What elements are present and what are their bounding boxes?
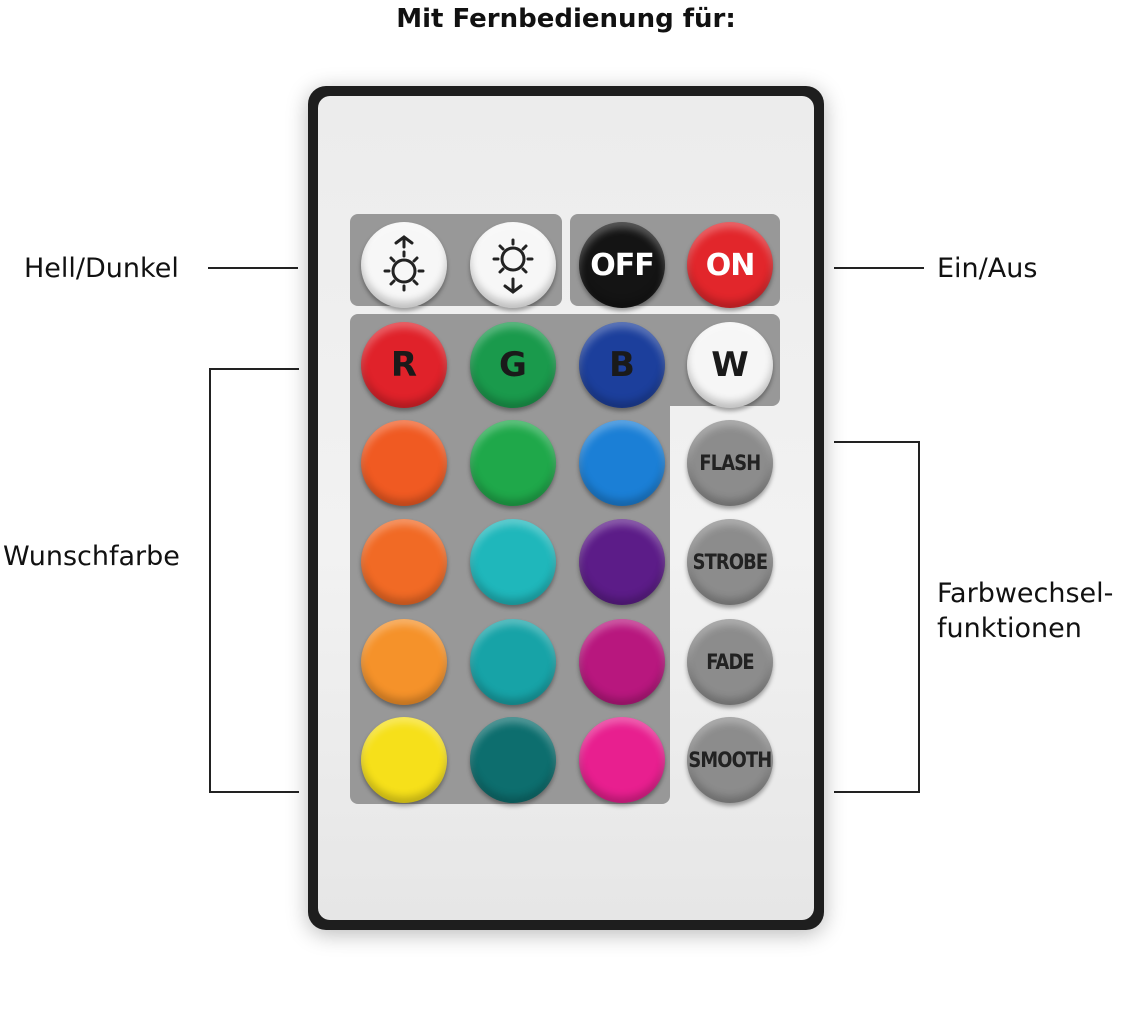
blue-button[interactable]: B [579, 322, 665, 408]
red-button[interactable]: R [361, 322, 447, 408]
color-button[interactable] [579, 619, 665, 705]
color-button[interactable] [470, 619, 556, 705]
brightness-up-button[interactable] [361, 222, 447, 308]
color-button[interactable] [579, 717, 665, 803]
color-button[interactable] [361, 519, 447, 605]
blue-label: B [609, 345, 635, 385]
color-button[interactable] [470, 519, 556, 605]
color-button[interactable] [361, 619, 447, 705]
strobe-button[interactable]: STROBE [687, 519, 773, 605]
off-button[interactable]: OFF [579, 222, 665, 308]
label-effects: Farbwechsel- funktionen [937, 576, 1113, 646]
on-label: ON [705, 247, 756, 283]
fade-label: FADE [706, 650, 754, 674]
leader-line-power [834, 267, 924, 269]
sun-up-icon [383, 235, 425, 292]
bracket-colors [209, 368, 299, 793]
green-button[interactable]: G [470, 322, 556, 408]
color-button[interactable] [579, 519, 665, 605]
white-label: W [711, 345, 749, 385]
off-label: OFF [590, 247, 654, 283]
color-button[interactable] [470, 717, 556, 803]
strobe-label: STROBE [692, 550, 769, 574]
green-label: G [499, 345, 527, 385]
white-button[interactable]: W [687, 322, 773, 408]
bracket-effects [834, 441, 920, 793]
smooth-label: SMOOTH [688, 748, 773, 772]
label-colors: Wunschfarbe [3, 541, 180, 572]
color-button[interactable] [361, 717, 447, 803]
label-effects-line1: Farbwechsel- [937, 578, 1114, 609]
smooth-button[interactable]: SMOOTH [687, 717, 773, 803]
label-power: Ein/Aus [937, 253, 1038, 284]
flash-label: FLASH [699, 451, 762, 475]
color-button[interactable] [470, 420, 556, 506]
remote-control: OFF ON R G B W FLASH STRO [308, 86, 824, 930]
page-title: Mit Fernbedienung für: [396, 4, 736, 34]
leader-line-brightness [208, 267, 298, 269]
red-label: R [390, 345, 418, 385]
on-button[interactable]: ON [687, 222, 773, 308]
brightness-down-button[interactable] [470, 222, 556, 308]
remote-face: OFF ON R G B W FLASH STRO [318, 96, 814, 920]
flash-button[interactable]: FLASH [687, 420, 773, 506]
sun-down-icon [492, 238, 534, 294]
fade-button[interactable]: FADE [687, 619, 773, 705]
label-brightness: Hell/Dunkel [24, 253, 179, 284]
color-button[interactable] [361, 420, 447, 506]
color-button[interactable] [579, 420, 665, 506]
label-effects-line2: funktionen [937, 613, 1082, 644]
